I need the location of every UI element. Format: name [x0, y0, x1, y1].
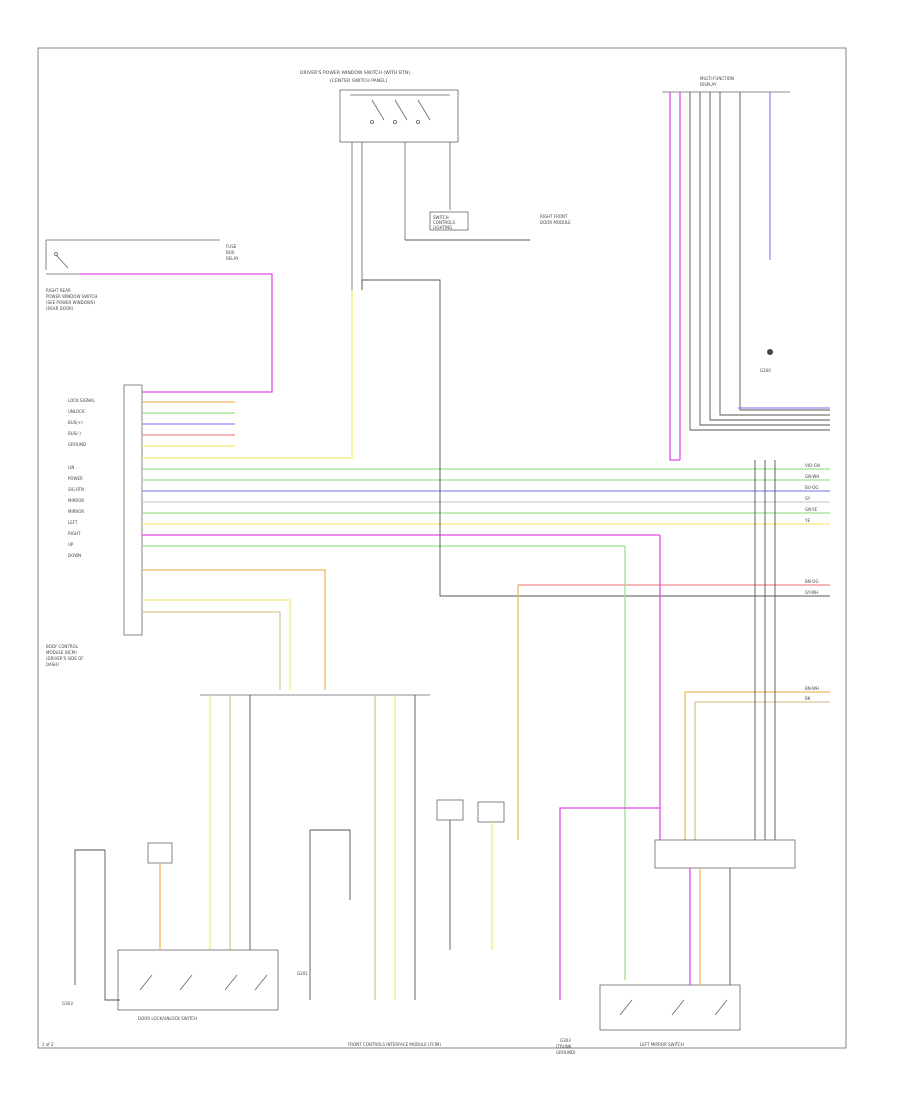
orange-splice-wire-1: [142, 569, 326, 690]
left-relay-line-3: (SEE POWER WINDOWS): [46, 300, 95, 305]
tan-splice-wire-3: [142, 611, 281, 690]
module-pin-labels: LOCK SIGNAL UNLOCK BUS(+) BUS(-) GROUND …: [68, 398, 95, 558]
module-stubs: [142, 401, 235, 447]
right-wire-label-3: BN-WH: [805, 686, 819, 691]
module-pin-10: MIRROR: [68, 509, 84, 514]
mirror-ground-label-3: GROUND): [556, 1050, 576, 1055]
left-ground-label: G303: [62, 1001, 73, 1006]
mirror-ground-label-1: G303: [560, 1038, 571, 1043]
splice-drops: [209, 695, 416, 1000]
mirror-pink-wire: [559, 807, 660, 1000]
bus-wires: [142, 468, 830, 547]
center-top-connector: [429, 211, 469, 231]
bus-label-1: VIO-GN: [805, 463, 820, 468]
fcim-connector-1: [436, 799, 464, 821]
module-pin-6: LIN: [68, 465, 74, 470]
pink-relay-wire: [80, 273, 273, 393]
module-pin-3: BUS(+): [68, 420, 83, 425]
left-ground-wire-2: [104, 850, 120, 1001]
door-module-line-4: DASH): [46, 662, 59, 667]
right-wire-label-1: BN-OG: [805, 579, 819, 584]
fcim-connector-2: [477, 801, 505, 823]
module-pin-14: DOWN: [68, 553, 81, 558]
center-switch-text-b: DOOR MODULE: [540, 220, 571, 225]
module-pin-4: BUS(-): [68, 431, 81, 436]
right-module-wires: [669, 92, 830, 461]
top-window-switch: [339, 89, 459, 143]
yellow-top-wire: [142, 290, 353, 459]
mirror-ground-label-2: (TRUNK: [556, 1044, 572, 1049]
right-ground-label: G200: [760, 368, 771, 373]
module-pin-1: LOCK SIGNAL: [68, 398, 95, 403]
door-module-line-2: MODULE (BCM): [46, 650, 77, 655]
module-pin-13: UP: [68, 542, 74, 547]
driver-lock-contacts: [139, 974, 268, 991]
module-pin-11: LEFT: [68, 520, 78, 525]
bus-label-6: YE: [804, 518, 810, 523]
diagram-frame: [37, 47, 847, 1049]
right-module-line-2: DISPLAY: [700, 82, 717, 87]
left-fuse-line-3: RELAY: [226, 256, 239, 261]
center-top-line-2: CONTROLS: [433, 220, 456, 225]
right-module-line-1: MULTI-FUNCTION: [700, 76, 734, 81]
left-relay-line-1: RIGHT REAR: [46, 288, 71, 293]
left-ground-wire-1: [74, 849, 105, 985]
top-switch-contacts: [350, 94, 451, 290]
center-top-line-3: LIGHTING: [433, 225, 452, 230]
module-pin-7: POWER: [68, 476, 83, 481]
left-fuse-line-1: FUSE: [226, 244, 237, 249]
bus-label-4: GY: [805, 496, 811, 501]
module-pin-8: SIG RTN: [68, 487, 84, 492]
left-small-connector: [147, 842, 173, 864]
right-wire-label-2: GY-WH: [805, 590, 818, 595]
mirror-connector-block: [654, 839, 796, 869]
mirror-switch-contacts: [619, 999, 728, 1016]
center-ground-label: G201: [297, 971, 308, 976]
module-pin-12: RIGHT: [68, 531, 81, 536]
module-pin-2: UNLOCK: [68, 409, 85, 414]
center-ground-wire-2: [310, 829, 351, 900]
tan-right-wire-2: [694, 701, 830, 840]
door-module-label: BODY CONTROL MODULE (BCM) (DRIVER'S SIDE…: [46, 644, 84, 667]
right-wire-label-4: BK: [805, 696, 811, 701]
footer-code: 1 of 2: [42, 1042, 54, 1047]
bus-label-3: BU-OG: [805, 485, 818, 490]
door-module-line-1: BODY CONTROL: [46, 644, 79, 649]
left-fuse-line-2: BOX: [226, 250, 235, 255]
center-top-label: SWITCH CONTROLS LIGHTING: [433, 215, 456, 230]
module-pin-9: MIRROR: [68, 498, 84, 503]
top-switch-title-1: DRIVER'S POWER WINDOW SWITCH (WITH BTN): [300, 70, 410, 76]
bus-label-2: GN-WH: [805, 474, 819, 479]
left-relay-line-4: (REAR DOOR): [46, 306, 74, 311]
center-top-line-1: SWITCH: [433, 215, 449, 220]
door-module-body: [123, 384, 143, 636]
bus-wire-labels: VIO-GN GN-WH BU-OG GY GN-YE YE: [804, 463, 820, 523]
driver-lock-switch: [117, 949, 279, 1011]
gray-trunk-wire: [361, 279, 830, 597]
front-controls-label: FRONT CONTROLS INTERFACE MODULE (FCIM): [348, 1042, 441, 1047]
orange-right-wire-1: [684, 691, 830, 840]
center-switch-text-a: RIGHT FRONT: [540, 214, 568, 219]
left-mirror-label: LEFT MIRROR SWITCH: [640, 1042, 684, 1047]
top-switch-title-2: (CENTER SWITCH PANEL): [330, 78, 388, 84]
left-mirror-switch: [599, 984, 741, 1031]
module-pin-5: GROUND: [68, 442, 86, 447]
driver-lock-label: DOOR LOCK/UNLOCK SWITCH: [138, 1016, 197, 1021]
bus-label-5: GN-YE: [805, 507, 818, 512]
right-ground-dot: [767, 349, 773, 355]
door-module-line-3: (DRIVER'S SIDE OF: [46, 656, 84, 661]
left-relay-line-2: POWER WINDOW SWITCH: [46, 294, 97, 299]
yellow-splice-wire-2: [142, 599, 291, 690]
